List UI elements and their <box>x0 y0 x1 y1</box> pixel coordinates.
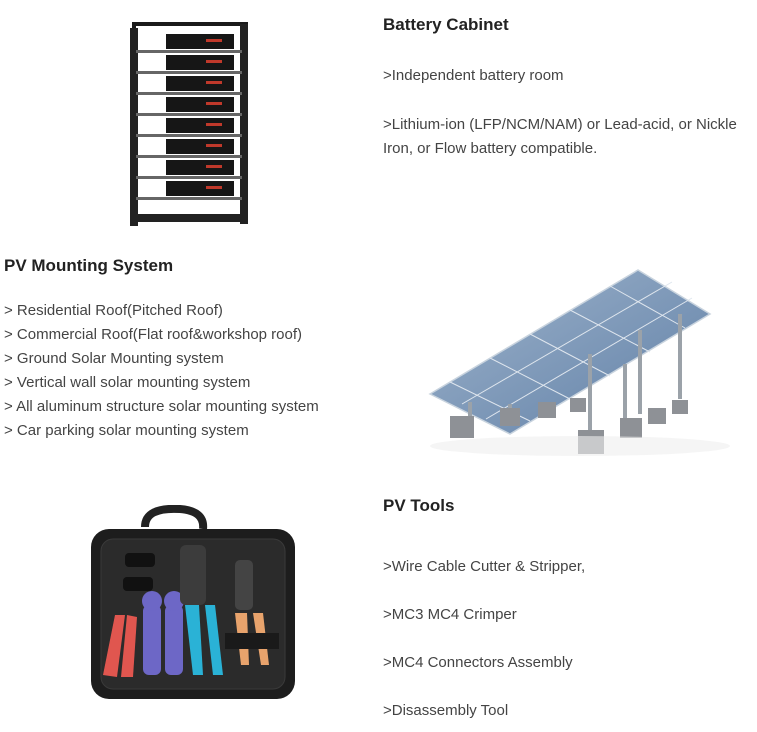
tools-item-4: >Disassembly Tool <box>383 702 509 719</box>
mounting-item-6: > Car parking solar mounting system <box>4 422 249 439</box>
solar-mounting-image <box>410 254 755 459</box>
mounting-item-4: > Vertical wall solar mounting system <box>4 374 251 391</box>
battery-item-2: >Lithium-ion (LFP/NCM/NAM) or Lead-acid,… <box>383 116 737 157</box>
tools-item-1: >Wire Cable Cutter & Stripper, <box>383 558 586 575</box>
mounting-item-2: > Commercial Roof(Flat roof&workshop roo… <box>4 326 303 343</box>
battery-item-1: >Independent battery room <box>383 67 564 84</box>
tools-title: PV Tools <box>383 496 455 515</box>
mounting-title: PV Mounting System <box>4 256 174 275</box>
pv-tool-kit-image <box>85 504 300 705</box>
mounting-item-5: > All aluminum structure solar mounting … <box>4 398 319 415</box>
mounting-item-1: > Residential Roof(Pitched Roof) <box>4 302 223 319</box>
tools-item-3: >MC4 Connectors Assembly <box>383 654 573 671</box>
mounting-item-3: > Ground Solar Mounting system <box>4 350 224 367</box>
battery-cabinet-image <box>128 22 250 228</box>
battery-title: Battery Cabinet <box>383 15 509 34</box>
tools-item-2: >MC3 MC4 Crimper <box>383 606 517 623</box>
